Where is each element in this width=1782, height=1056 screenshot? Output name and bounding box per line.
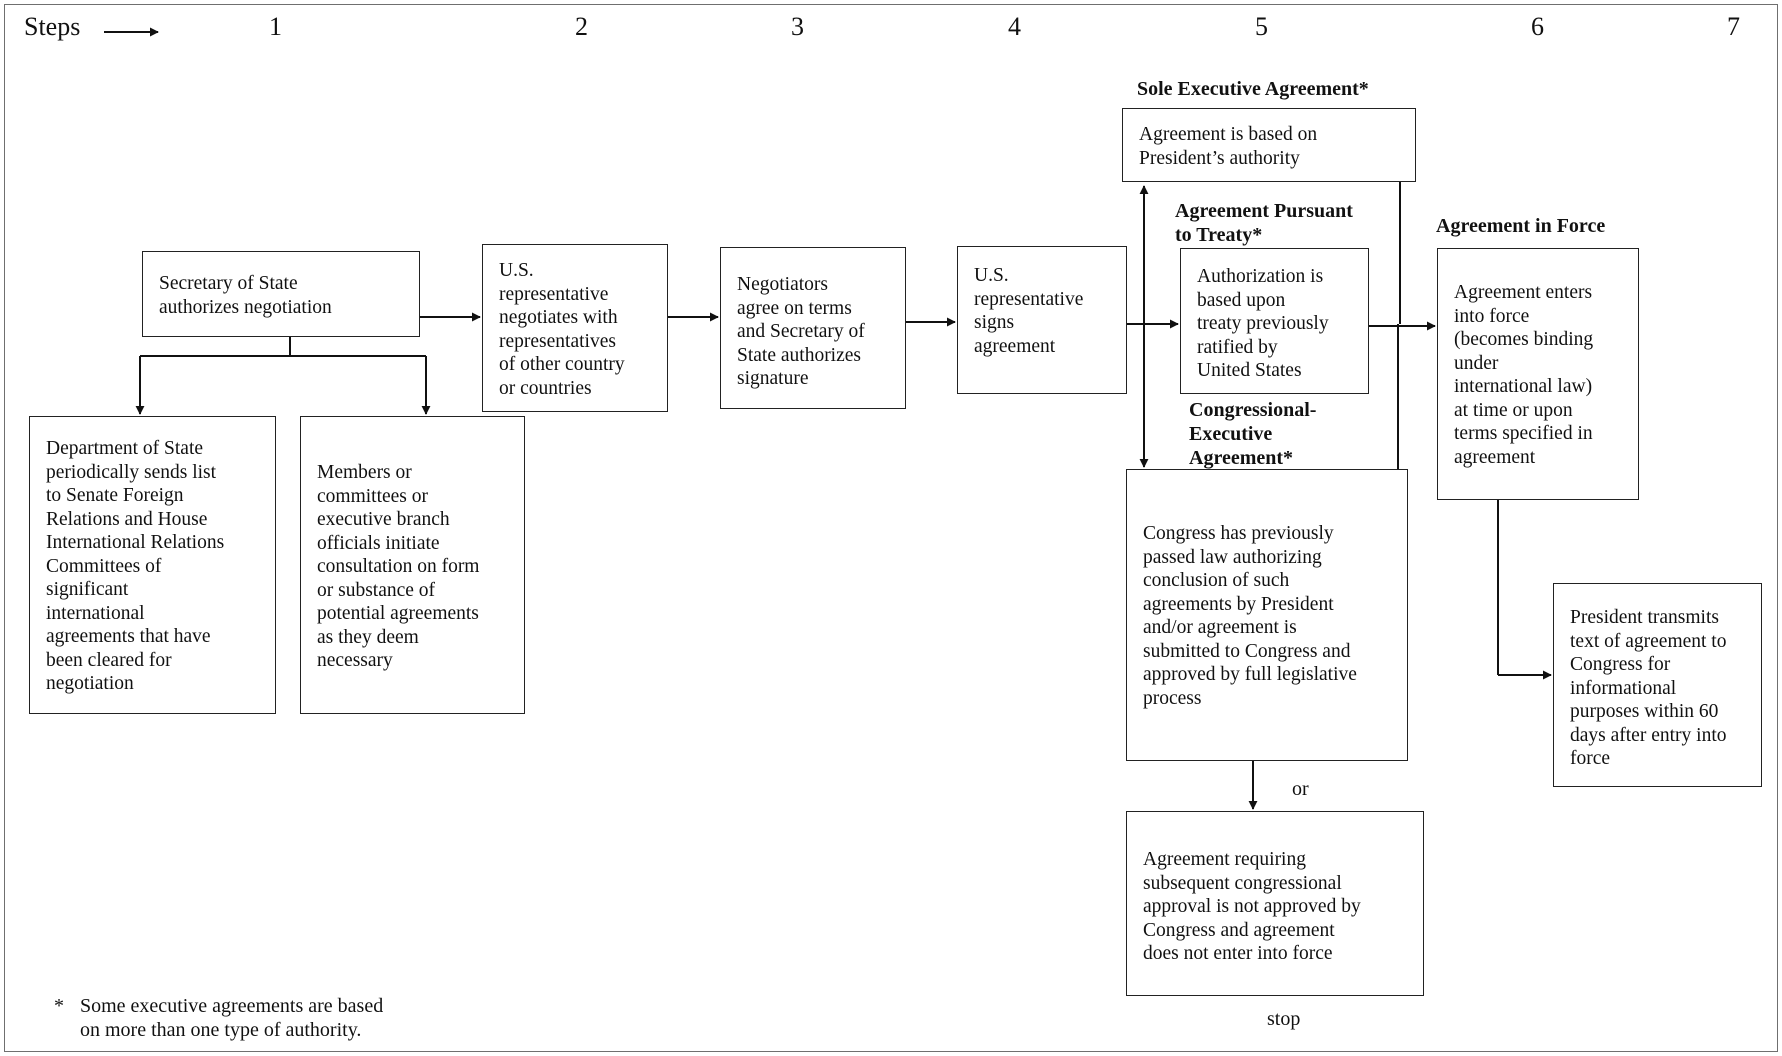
- footnote-star: *: [54, 995, 64, 1017]
- heading-treaty-lines: Agreement Pursuant to Treaty*: [1175, 200, 1353, 246]
- box-text: Authorization is based upon treaty previ…: [1197, 266, 1329, 381]
- heading-sole-executive-agreement: Sole Executive Agreement*: [1137, 78, 1369, 100]
- step-number-3: 3: [791, 12, 804, 41]
- box-text: Congress has previously passed law autho…: [1143, 523, 1357, 709]
- box-us-representative-negotiates: U.S. representative negotiates with repr…: [482, 244, 668, 412]
- box-text: Agreement enters into force (becomes bin…: [1454, 282, 1594, 468]
- box-congress-passed-law: Congress has previously passed law autho…: [1126, 469, 1408, 761]
- box-us-representative-signs: U.S. representative signs agreement: [957, 246, 1127, 394]
- box-text: Negotiators agree on terms and Secretary…: [737, 274, 865, 389]
- label-stop: stop: [1267, 1008, 1301, 1030]
- step-number-4: 4: [1008, 12, 1021, 41]
- box-text: Department of State periodically sends l…: [46, 438, 225, 694]
- step-number-7: 7: [1727, 12, 1740, 41]
- box-president-transmits: President transmits text of agreement to…: [1553, 583, 1762, 787]
- box-dos-sends-list: Department of State periodically sends l…: [29, 416, 276, 714]
- step-number-5: 5: [1255, 12, 1268, 41]
- box-not-approved: Agreement requiring subsequent congressi…: [1126, 811, 1424, 996]
- box-text: U.S. representative negotiates with repr…: [499, 260, 625, 399]
- box-text: U.S. representative signs agreement: [974, 265, 1084, 357]
- steps-label: Steps: [24, 12, 81, 41]
- box-secretary-authorizes-negotiation: Secretary of State authorizes negotiatio…: [142, 251, 420, 337]
- heading-congressional-executive-agreement: Congressional- Executive Agreement*: [1189, 398, 1316, 470]
- step-number-6: 6: [1531, 12, 1544, 41]
- step-number-2: 2: [575, 12, 588, 41]
- footnote-text: Some executive agreements are based on m…: [80, 994, 383, 1042]
- label-or: or: [1292, 778, 1309, 800]
- box-text: Secretary of State authorizes negotiatio…: [159, 273, 332, 318]
- heading-congressional-lines: Congressional- Executive Agreement*: [1189, 399, 1317, 469]
- heading-agreement-in-force: Agreement in Force: [1436, 215, 1606, 237]
- box-members-consult: Members or committees or executive branc…: [300, 416, 525, 714]
- box-enters-into-force: Agreement enters into force (becomes bin…: [1437, 248, 1639, 500]
- box-text: President transmits text of agreement to…: [1570, 607, 1727, 769]
- diagram-frame: [4, 4, 1778, 1052]
- box-treaty-authorization: Authorization is based upon treaty previ…: [1180, 248, 1369, 394]
- step-number-1: 1: [269, 12, 282, 41]
- footnote-lines: Some executive agreements are based on m…: [80, 995, 384, 1041]
- box-president-authority: Agreement is based on President’s author…: [1122, 108, 1416, 182]
- box-text: Members or committees or executive branc…: [317, 462, 480, 671]
- box-negotiators-agree: Negotiators agree on terms and Secretary…: [720, 247, 906, 409]
- heading-agreement-pursuant-to-treaty: Agreement Pursuant to Treaty*: [1175, 199, 1353, 247]
- box-text: Agreement requiring subsequent congressi…: [1143, 849, 1361, 964]
- box-text: Agreement is based on President’s author…: [1139, 124, 1318, 169]
